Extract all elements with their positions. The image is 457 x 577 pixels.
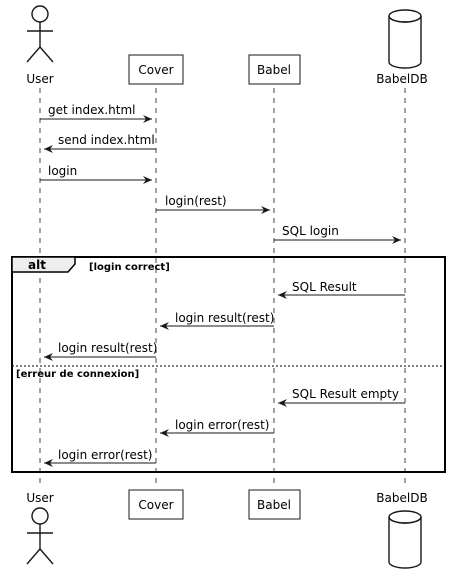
arrowhead-3 [143, 176, 152, 184]
arrowhead-2 [44, 145, 53, 153]
message-label-11: login error(rest) [58, 448, 152, 462]
message-label-7: login result(rest) [175, 311, 274, 325]
participant-box-cover-bottom [128, 489, 184, 520]
message-label-6: SQL Result [292, 280, 357, 294]
participant-label-babeldb-bottom: BabelDB [376, 491, 427, 505]
participant-label-babeldb-top: BabelDB [376, 72, 427, 86]
user-actor-icon-top [26, 5, 54, 63]
participant-label-babel-bottom: Babel [257, 498, 291, 512]
message-label-4: login(rest) [165, 194, 227, 208]
database-icon-bottom [388, 510, 422, 569]
alt-keyword: alt [28, 258, 46, 272]
alt-frame [11, 256, 446, 473]
participant-label-babel-top: Babel [257, 63, 291, 77]
arrowhead-5 [392, 236, 401, 244]
arrowhead-10 [160, 429, 169, 437]
message-label-1: get index.html [48, 103, 136, 117]
alt-condition-2: [erreur de connexion] [16, 369, 139, 380]
message-label-5: SQL login [282, 224, 339, 238]
arrowhead-7 [160, 322, 169, 330]
message-label-2: send index.html [58, 133, 155, 147]
alt-condition-1: [login correct] [89, 262, 170, 273]
alt-frame-tab [11, 256, 76, 273]
arrowhead-11 [44, 459, 53, 467]
participant-label-cover-top: Cover [138, 63, 173, 77]
user-actor-icon-bottom [26, 507, 54, 565]
message-label-3: login [48, 164, 77, 178]
message-label-9: SQL Result empty [292, 387, 399, 401]
arrowhead-6 [278, 291, 287, 299]
arrowhead-4 [261, 206, 270, 214]
participant-box-cover-top [128, 54, 184, 85]
arrowhead-8 [44, 353, 53, 361]
participant-box-babel-bottom [248, 489, 301, 520]
message-label-8: login result(rest) [58, 341, 157, 355]
participant-box-babel-top [248, 54, 301, 85]
participant-label-user-bottom: User [26, 491, 53, 505]
arrowhead-1 [143, 115, 152, 123]
participant-label-cover-bottom: Cover [138, 498, 173, 512]
participant-label-user-top: User [26, 72, 53, 86]
message-label-10: login error(rest) [175, 418, 269, 432]
arrowhead-9 [278, 399, 287, 407]
database-icon-top [388, 9, 422, 69]
